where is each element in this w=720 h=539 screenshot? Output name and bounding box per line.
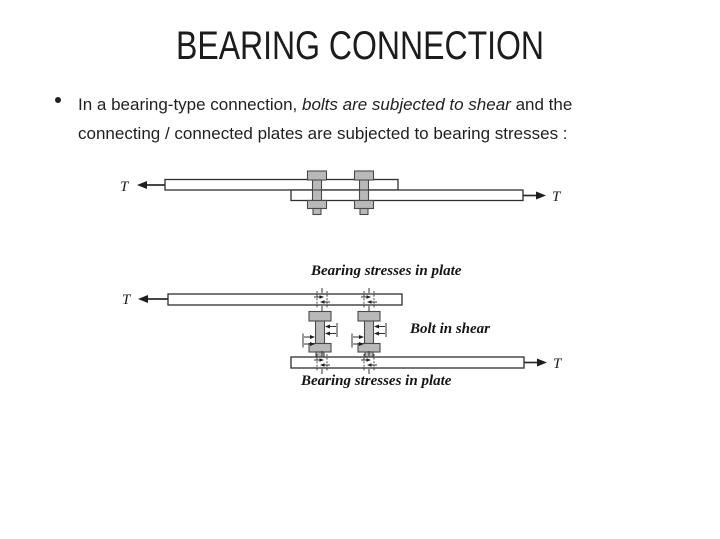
bullet-line-1: In a bearing-type connection, bolts are … [78, 90, 698, 119]
bullet-marker [55, 97, 61, 103]
bullet-text-normal: In a bearing-type connection, [78, 95, 302, 114]
bullet-text-italic: bolts are subjected to shear [301, 95, 511, 114]
title-wrap: BEARING CONNECTION [0, 26, 720, 66]
tension-arrowhead-left [138, 295, 148, 303]
tension-arrowhead-right [537, 358, 547, 367]
page-title: BEARING CONNECTION [175, 24, 545, 68]
lap-joint-diagram: T T [120, 170, 562, 216]
bullet-line-2: connecting / connected plates are subjec… [78, 124, 568, 143]
label-bearing-stress-top: Bearing stresses in plate [311, 263, 462, 279]
bullet-paragraph: In a bearing-type connection, bolts are … [78, 90, 698, 148]
tension-label-right: T [553, 356, 563, 372]
tension-arrowhead-left [137, 181, 147, 189]
bottom-plate [290, 189, 524, 202]
label-bearing-stress-bottom: Bearing stresses in plate [301, 373, 452, 389]
shear-arrows-icon [373, 322, 387, 338]
tension-label-right: T [552, 189, 562, 205]
bullet-text-tail: and the [510, 95, 573, 114]
exploded-shear-diagram: T T [122, 287, 563, 375]
tension-label-left: T [122, 292, 132, 308]
top-plate [167, 293, 403, 306]
bottom-plate [290, 356, 525, 369]
shear-arrows-icon [324, 322, 338, 338]
tension-arrowhead-right [536, 191, 546, 200]
bolt-icon [308, 310, 332, 359]
tension-label-left: T [120, 179, 130, 195]
label-bolt-in-shear: Bolt in shear [410, 321, 491, 337]
top-plate [164, 178, 399, 191]
